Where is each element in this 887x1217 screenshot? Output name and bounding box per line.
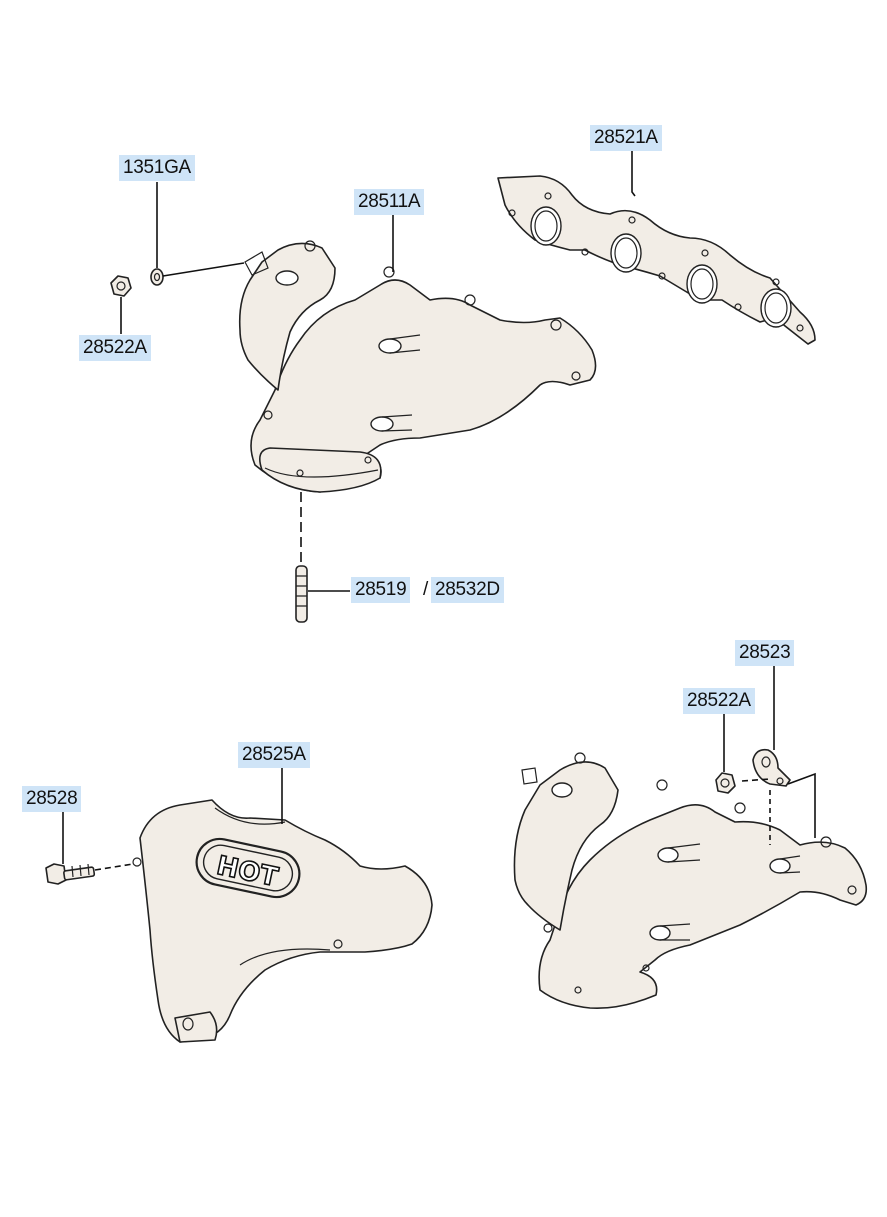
- label-washer[interactable]: 1351GA: [119, 155, 195, 181]
- manifold-drawing[interactable]: [238, 240, 597, 493]
- label-separator: /: [423, 579, 429, 600]
- stud-drawing[interactable]: [295, 565, 308, 623]
- label-nut-lower[interactable]: 28522A: [683, 688, 755, 714]
- label-bolt[interactable]: 28528: [22, 786, 82, 812]
- heat-shield-drawing[interactable]: HOT: [132, 799, 433, 1043]
- label-stud-b[interactable]: 28532D: [431, 577, 504, 603]
- label-heat-shield[interactable]: 28525A: [238, 742, 310, 768]
- nut-lower-drawing[interactable]: [715, 772, 736, 794]
- washer-drawing[interactable]: [150, 268, 164, 286]
- leader-lines: [62, 150, 775, 864]
- gasket-drawing[interactable]: [497, 175, 816, 345]
- label-gasket[interactable]: 28521A: [590, 125, 662, 151]
- manifold-lower-drawing[interactable]: [513, 752, 868, 1010]
- bolt-drawing[interactable]: [45, 863, 96, 885]
- label-stud-a[interactable]: 28519: [351, 577, 411, 603]
- label-nut-upper[interactable]: 28522A: [79, 335, 151, 361]
- bracket-drawing[interactable]: [752, 748, 791, 787]
- label-manifold[interactable]: 28511A: [354, 189, 425, 215]
- nut-upper-drawing[interactable]: [110, 275, 132, 297]
- label-bracket[interactable]: 28523: [735, 640, 795, 666]
